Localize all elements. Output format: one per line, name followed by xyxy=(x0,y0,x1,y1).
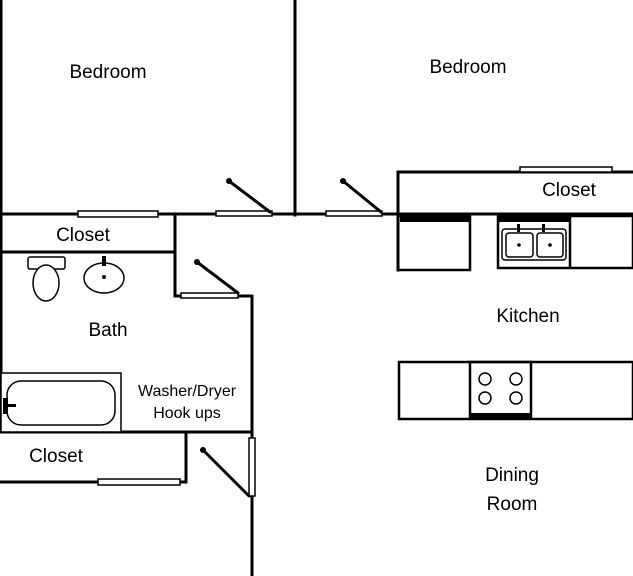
faucet xyxy=(542,224,545,232)
closet-door-track xyxy=(77,210,159,218)
door-knob xyxy=(194,259,200,265)
stove-edge xyxy=(470,413,531,418)
faucet xyxy=(517,224,520,232)
door-knob xyxy=(226,178,232,184)
bathtub-inner xyxy=(6,380,116,426)
burner xyxy=(509,391,523,405)
entry-door-jamb xyxy=(248,437,256,497)
laundry-label-line1: Washer/Dryer xyxy=(138,383,237,400)
bedroom-left-door xyxy=(227,179,272,214)
sink-drain xyxy=(517,243,521,247)
sink-drain xyxy=(548,243,552,247)
tub-faucet xyxy=(3,398,8,414)
closet-hall-label: Closet xyxy=(56,225,111,246)
toilet-bowl xyxy=(32,264,60,302)
bedroom-right-door-jamb xyxy=(325,210,383,217)
kitchen-label: Kitchen xyxy=(496,306,559,327)
stove xyxy=(468,360,533,419)
sink-faucet xyxy=(102,256,106,266)
door-knob xyxy=(200,447,206,453)
closet-bottom-label: Closet xyxy=(29,446,84,467)
entry-door xyxy=(201,448,251,498)
burner xyxy=(478,372,492,386)
counter-edge xyxy=(400,216,470,222)
kitchen-counter-left xyxy=(396,214,472,272)
tub-spout xyxy=(8,404,16,407)
bottom-closet-door-track xyxy=(97,478,181,486)
bedroom-right-door xyxy=(341,179,383,214)
bedroom-right-label: Bedroom xyxy=(429,57,506,78)
counter-edge xyxy=(498,216,570,222)
bedroom-left-label: Bedroom xyxy=(69,62,146,83)
kitchen-island xyxy=(397,360,633,421)
closet-right-label: Closet xyxy=(542,180,597,201)
bath-door xyxy=(195,260,240,295)
bedroom-left-door-jamb xyxy=(215,210,273,217)
dining-label-line2: Room xyxy=(487,494,538,515)
sink-drain xyxy=(102,275,106,279)
burner xyxy=(478,391,492,405)
laundry-label-line2: Hook ups xyxy=(153,405,221,422)
dining-label-line1: Dining xyxy=(485,465,539,486)
bath-door-jamb xyxy=(180,292,239,299)
door-knob xyxy=(340,178,346,184)
bath-label: Bath xyxy=(88,320,127,341)
burner xyxy=(509,372,523,386)
right-closet-door-track xyxy=(519,166,613,173)
